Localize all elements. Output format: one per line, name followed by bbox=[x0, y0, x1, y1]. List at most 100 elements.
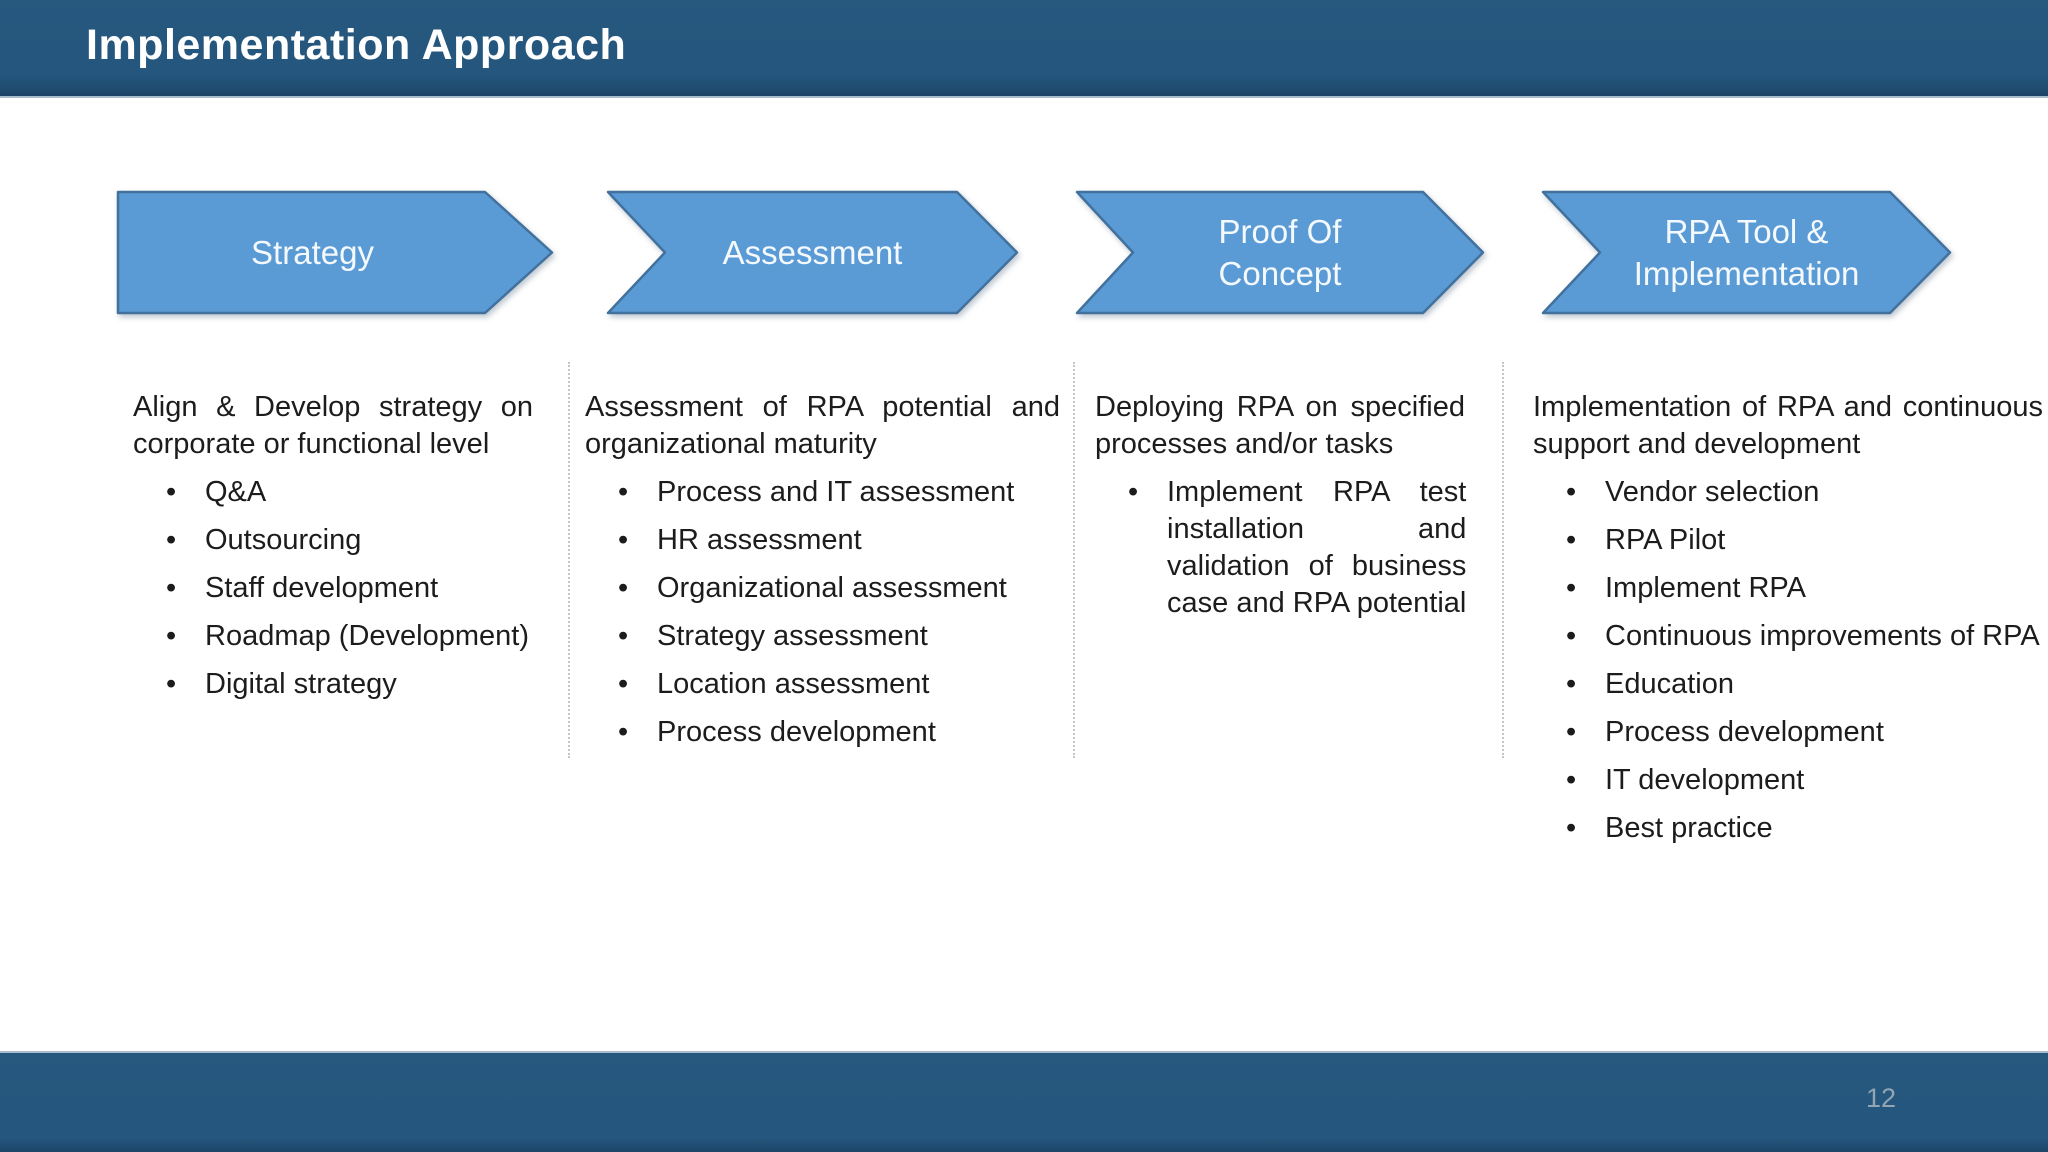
bullet-dot: • bbox=[166, 524, 177, 556]
list-item: • Q&A bbox=[133, 474, 533, 511]
step-arrow-assessment: Assessment bbox=[606, 190, 1019, 315]
column-intro: Align & Develop strategy on corporate or… bbox=[133, 389, 533, 463]
bullet-list: • Process and IT assessment • HR assessm… bbox=[585, 474, 1060, 751]
bullet-dot: • bbox=[618, 572, 629, 604]
chevron-arrow-icon bbox=[1075, 190, 1485, 315]
title-bar: Implementation Approach bbox=[0, 0, 2048, 98]
bullet-text: Staff development bbox=[205, 572, 439, 604]
list-item: • Organizational assessment bbox=[585, 570, 1060, 607]
list-item: • Education bbox=[1533, 666, 2043, 703]
list-item: • Roadmap (Development) bbox=[133, 618, 533, 655]
list-item: • HR assessment bbox=[585, 522, 1060, 559]
column-intro: Assessment of RPA potential and organiza… bbox=[585, 389, 1060, 463]
bullet-dot: • bbox=[618, 668, 629, 700]
intro-line: Implementation of RPA and continuous bbox=[1533, 391, 2043, 423]
bullet-text: Best practice bbox=[1605, 812, 1773, 844]
list-item: • IT development bbox=[1533, 762, 2043, 799]
list-item: • RPA Pilot bbox=[1533, 522, 2043, 559]
list-item: • Digital strategy bbox=[133, 666, 533, 703]
bullet-text: Roadmap (Development) bbox=[205, 620, 529, 652]
bullet-list: • Implement RPA test installation and va… bbox=[1095, 474, 1467, 622]
intro-line: corporate or functional level bbox=[133, 428, 490, 460]
intro-line: Align & Develop strategy on bbox=[133, 391, 533, 423]
step-arrow-rpa-tool-implementation: RPA Tool & Implementation bbox=[1541, 190, 1952, 315]
bullet-text: Outsourcing bbox=[205, 524, 362, 556]
bullet-text: Location assessment bbox=[657, 668, 930, 700]
bullet-dot: • bbox=[1566, 524, 1577, 556]
pentagon-arrow-icon bbox=[116, 190, 554, 315]
column-divider bbox=[568, 362, 570, 758]
bullet-dot: • bbox=[1128, 476, 1139, 508]
step-label: Assessment bbox=[722, 233, 903, 271]
step-label: RPA Tool & Implementation bbox=[1633, 213, 1860, 292]
bullet-text: Education bbox=[1605, 668, 1734, 700]
bullet-text: Process development bbox=[1605, 716, 1884, 748]
bullet-list: • Vendor selection • RPA Pilot • Impleme… bbox=[1533, 474, 2043, 847]
list-item: • Process development bbox=[585, 714, 1060, 751]
bullet-text: Organizational assessment bbox=[657, 572, 1007, 604]
column-intro: Deploying RPA on specified processes and… bbox=[1095, 389, 1465, 463]
bullet-dot: • bbox=[1566, 620, 1577, 652]
bullet-text: Continuous improvements of RPA bbox=[1605, 620, 2040, 652]
bullet-dot: • bbox=[618, 620, 629, 652]
bullet-text: Process development bbox=[657, 716, 936, 748]
bullet-dot: • bbox=[618, 524, 629, 556]
bullet-text: RPA Pilot bbox=[1605, 524, 1726, 556]
intro-line: organizational maturity bbox=[585, 428, 877, 460]
list-item: • Outsourcing bbox=[133, 522, 533, 559]
column-intro: Implementation of RPA and continuous sup… bbox=[1533, 389, 2043, 463]
bullet-text: Strategy assessment bbox=[657, 620, 928, 652]
page-number: 12 bbox=[1865, 1083, 1896, 1113]
bullet-dot: • bbox=[1566, 812, 1577, 844]
step-label: Strategy bbox=[251, 233, 374, 271]
list-item: • Implement RPA bbox=[1533, 570, 2043, 607]
list-item: • Process development bbox=[1533, 714, 2043, 751]
step-arrow-proof-of-concept: Proof Of Concept bbox=[1075, 190, 1485, 315]
arrow-shape bbox=[1075, 190, 1485, 315]
bullet-list: • Q&A • Outsourcing • Staff development … bbox=[133, 474, 533, 703]
intro-line: Assessment of RPA potential and bbox=[585, 391, 1060, 423]
bullet-dot: • bbox=[1566, 476, 1577, 508]
bullet-dot: • bbox=[1566, 668, 1577, 700]
bullet-dot: • bbox=[1566, 764, 1577, 796]
bullet-line: validation of business bbox=[1167, 550, 1467, 582]
bullet-text: Process and IT assessment bbox=[657, 476, 1015, 508]
arrow-shape bbox=[116, 190, 554, 315]
slide-title: Implementation Approach bbox=[86, 21, 627, 70]
bullet-dot: • bbox=[1566, 716, 1577, 748]
intro-line: support and development bbox=[1533, 428, 1861, 460]
bullet-text: Vendor selection bbox=[1605, 476, 1820, 508]
list-item: • Implement RPA test installation and va… bbox=[1095, 474, 1467, 622]
arrow-shape bbox=[1541, 190, 1952, 315]
bullet-text: Q&A bbox=[205, 476, 267, 508]
bullet-dot: • bbox=[618, 476, 629, 508]
bullet-dot: • bbox=[166, 668, 177, 700]
bullet-text: IT development bbox=[1605, 764, 1805, 796]
chevron-arrow-icon bbox=[606, 190, 1019, 315]
bullet-text: HR assessment bbox=[657, 524, 862, 556]
list-item: • Vendor selection bbox=[1533, 474, 2043, 511]
column-rpa-tool-implementation: Implementation of RPA and continuous sup… bbox=[1533, 389, 2043, 858]
intro-line: processes and/or tasks bbox=[1095, 428, 1394, 460]
list-item: • Best practice bbox=[1533, 810, 2043, 847]
bullet-dot: • bbox=[618, 716, 629, 748]
list-item: • Process and IT assessment bbox=[585, 474, 1060, 511]
column-proof-of-concept: Deploying RPA on specified processes and… bbox=[1095, 389, 1467, 633]
bullet-line: Implement RPA test bbox=[1167, 476, 1467, 508]
bullet-text: Digital strategy bbox=[205, 668, 397, 700]
list-item: • Staff development bbox=[133, 570, 533, 607]
column-strategy: Align & Develop strategy on corporate or… bbox=[133, 389, 533, 714]
column-divider bbox=[1502, 362, 1504, 758]
bullet-dot: • bbox=[166, 620, 177, 652]
step-arrow-strategy: Strategy bbox=[116, 190, 554, 315]
column-divider bbox=[1073, 362, 1075, 758]
chevron-arrow-icon bbox=[1541, 190, 1952, 315]
arrow-shape bbox=[606, 190, 1019, 315]
intro-line: Deploying RPA on specified bbox=[1095, 391, 1465, 423]
footer-bar: 12 bbox=[0, 1051, 2048, 1152]
bullet-line: installation and bbox=[1167, 513, 1467, 545]
bullet-dot: • bbox=[166, 572, 177, 604]
bullet-dot: • bbox=[1566, 572, 1577, 604]
column-assessment: Assessment of RPA potential and organiza… bbox=[585, 389, 1060, 762]
